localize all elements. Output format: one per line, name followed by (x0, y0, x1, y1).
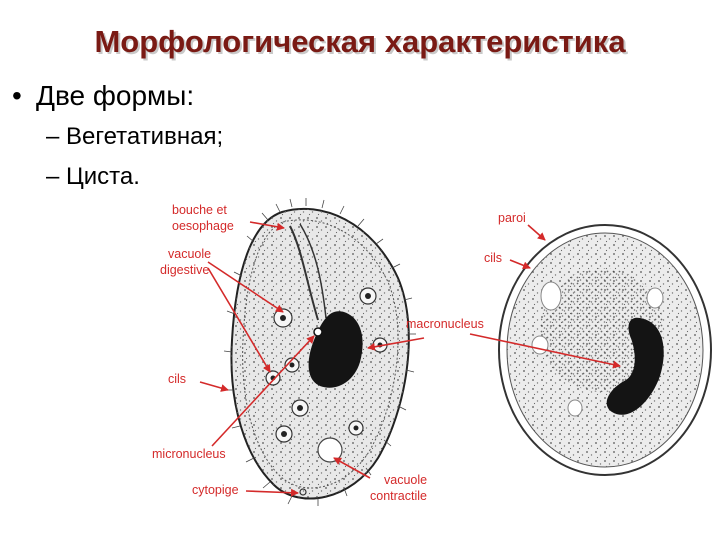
label-vacuole-digestive-line1: vacuole (168, 247, 211, 261)
bullet-item: • Две формы: (12, 80, 194, 112)
label-bouche-line2: oesophage (172, 219, 234, 233)
cyst-macronucleus (606, 317, 664, 415)
label-micronucleus: micronucleus (152, 447, 226, 461)
label-bouche-line1: bouche et (172, 203, 227, 217)
contractile-vacuole (317, 437, 343, 463)
vegetative-cilia (223, 198, 416, 506)
bullet-text: Две формы: (36, 80, 195, 111)
label-paroi: paroi (498, 211, 526, 225)
cyst-vacuoles (531, 281, 664, 417)
label-vacuole-contractile-line1: vacuole (384, 473, 427, 487)
vegetative-cell (223, 198, 416, 506)
label-vacuole-contractile-line2: contractile (370, 489, 427, 503)
label-vacuole-digestive-line2: digestive (160, 263, 209, 277)
label-cils-left: cils (168, 372, 186, 386)
sub-item-vegetative: – Вегетативная; (46, 123, 224, 150)
label-macronucleus: macronucleus (406, 317, 484, 331)
label-cils-right: cils (484, 251, 502, 265)
cytopige-dot (299, 488, 307, 496)
cyst-cell (498, 224, 712, 476)
slide-title: Морфологическая характеристика (94, 24, 626, 59)
bullet-dot-icon: • (12, 80, 22, 111)
diagram-arrows (199, 221, 621, 497)
diagram-labels: bouche et oesophage vacuole digestive ci… (152, 203, 526, 503)
label-cytopige: cytopige (192, 483, 239, 497)
micronucleus-dot (313, 327, 323, 337)
sub-item-cyst: – Циста. (46, 163, 140, 190)
